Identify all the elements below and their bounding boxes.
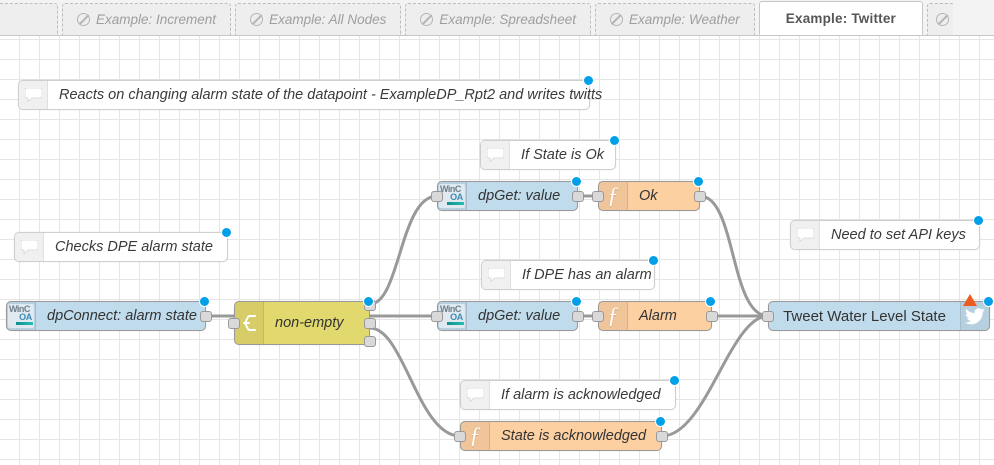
- flow-canvas[interactable]: Reacts on changing alarm state of the da…: [0, 36, 994, 465]
- wire-function-ok-to-twitter: [698, 194, 770, 318]
- output-port[interactable]: [200, 311, 212, 322]
- node-label: dpGet: value: [478, 188, 561, 204]
- node-status-dot: [983, 296, 994, 307]
- comment-text: If State is Ok: [521, 147, 604, 163]
- tab-partial-right[interactable]: [927, 3, 954, 35]
- node-status-dot: [669, 375, 680, 386]
- comment-text: Reacts on changing alarm state of the da…: [59, 87, 603, 103]
- comment-node-header[interactable]: Reacts on changing alarm state of the da…: [18, 75, 602, 110]
- no-entry-icon: [77, 13, 90, 26]
- tab-example-twitter[interactable]: Example: Twitter: [758, 1, 924, 35]
- no-entry-icon: [609, 13, 623, 26]
- input-port[interactable]: [431, 191, 443, 202]
- comment-text: Checks DPE alarm state: [55, 239, 213, 255]
- comment-node-alarm-ack[interactable]: If alarm is acknowledged: [460, 375, 680, 410]
- tab-example-all-nodes[interactable]: Example: All Nodes: [235, 3, 402, 35]
- input-port[interactable]: [228, 318, 240, 329]
- switch-icon: [235, 302, 264, 344]
- comment-icon: [461, 381, 490, 409]
- comment-node-dpe-alarm[interactable]: If DPE has an alarm: [481, 255, 659, 290]
- node-function-alarm[interactable]: ƒ Alarm: [592, 296, 718, 331]
- node-status-dot: [571, 176, 582, 187]
- output-port-3[interactable]: [364, 336, 376, 347]
- no-entry-icon: [936, 13, 950, 26]
- tab-label: Example: Increment: [96, 12, 217, 27]
- function-icon: ƒ: [599, 302, 628, 330]
- node-status-dot: [648, 255, 659, 266]
- wire-switch-to-state-ack: [368, 326, 462, 438]
- no-entry-icon: [420, 13, 434, 26]
- input-port[interactable]: [592, 311, 604, 322]
- input-port[interactable]: [454, 431, 466, 442]
- input-port[interactable]: [431, 311, 443, 322]
- node-label: Alarm: [639, 308, 677, 324]
- no-entry-icon: [250, 13, 264, 26]
- comment-node-checks-dpe[interactable]: Checks DPE alarm state: [14, 227, 232, 262]
- node-switch-non-empty[interactable]: non-empty: [228, 296, 376, 347]
- comment-text: Need to set API keys: [831, 227, 966, 243]
- tab-partial-left[interactable]: [0, 3, 58, 35]
- output-port[interactable]: [572, 311, 584, 322]
- node-label: Ok: [639, 188, 658, 204]
- tab-label: Example: Weather: [628, 12, 740, 27]
- comment-text: If DPE has an alarm: [522, 267, 652, 283]
- flow-tab-bar: Example: Increment Example: All Nodes Ex…: [0, 0, 994, 36]
- output-port-2[interactable]: [364, 318, 376, 329]
- tab-example-spreadsheet[interactable]: Example: Spreadsheet: [405, 3, 591, 35]
- tab-example-weather[interactable]: Example: Weather: [594, 3, 755, 35]
- node-label: Tweet Water Level State: [783, 307, 946, 325]
- tab-label: Example: All Nodes: [269, 12, 387, 27]
- tab-label: Example: Spreadsheet: [439, 12, 576, 27]
- tab-label: Example: Twitter: [785, 10, 897, 26]
- comment-icon: [481, 141, 510, 169]
- comment-icon: [19, 81, 48, 109]
- comment-node-api-keys[interactable]: Need to set API keys: [790, 215, 984, 250]
- node-label: dpConnect: alarm state: [47, 308, 197, 324]
- node-status-dot: [221, 227, 232, 238]
- node-status-dot: [199, 296, 210, 307]
- output-port[interactable]: [706, 311, 718, 322]
- node-status-dot: [571, 296, 582, 307]
- node-tweet-water-level-state[interactable]: Tweet Water Level State: [762, 294, 994, 331]
- node-function-state-acknowledged[interactable]: ƒ State is acknowledged: [454, 416, 668, 451]
- node-status-dot: [583, 75, 594, 86]
- warning-triangle-icon: [963, 294, 977, 306]
- node-status-dot: [655, 416, 666, 427]
- node-status-dot: [973, 215, 984, 226]
- wire-switch-to-dpget-ok: [368, 194, 439, 306]
- comment-icon: [791, 221, 820, 249]
- tab-example-increment[interactable]: Example: Increment: [62, 3, 232, 35]
- comment-icon: [482, 261, 511, 289]
- input-port[interactable]: [762, 311, 774, 322]
- comment-text: If alarm is acknowledged: [501, 387, 661, 403]
- output-port[interactable]: [572, 191, 584, 202]
- wire-state-ack-to-twitter: [660, 314, 770, 438]
- output-port[interactable]: [694, 191, 706, 202]
- output-port[interactable]: [656, 431, 668, 442]
- node-status-dot: [705, 296, 716, 307]
- comment-icon: [15, 233, 44, 261]
- node-label: non-empty: [275, 315, 344, 331]
- node-status-dot: [693, 176, 704, 187]
- node-label: dpGet: value: [478, 308, 561, 324]
- node-status-dot: [363, 296, 374, 307]
- node-status-dot: [609, 135, 620, 146]
- input-port[interactable]: [592, 191, 604, 202]
- node-label: State is acknowledged: [501, 428, 647, 444]
- node-function-ok[interactable]: ƒ Ok: [592, 176, 706, 211]
- twitter-bird-icon: [960, 302, 989, 330]
- comment-node-state-ok[interactable]: If State is Ok: [480, 135, 620, 170]
